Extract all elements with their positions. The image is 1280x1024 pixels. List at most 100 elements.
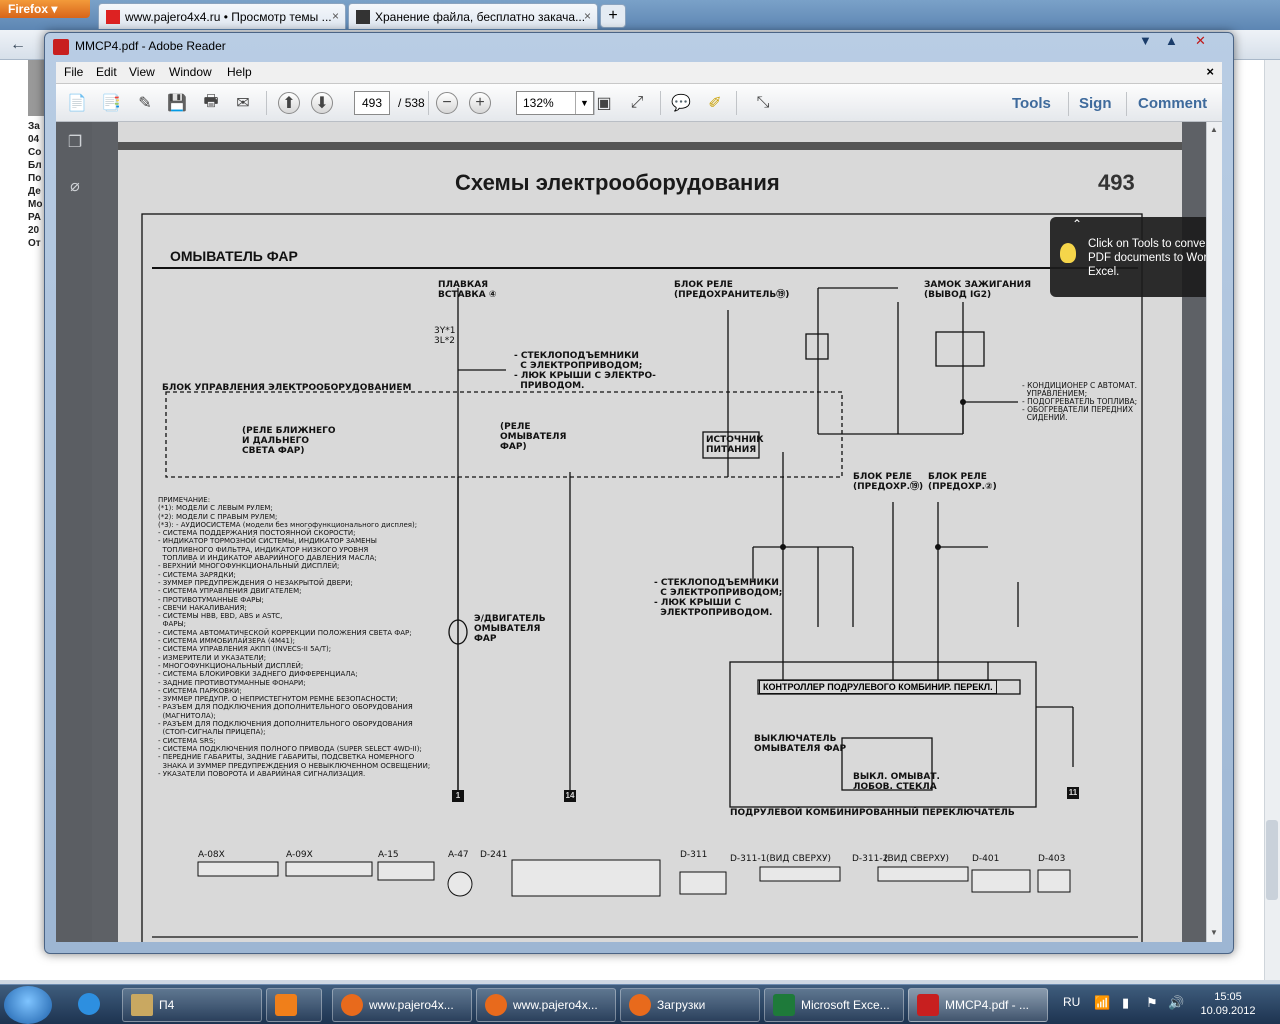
taskbar-item-firefox-2[interactable]: www.pajero4x... xyxy=(476,988,616,1022)
close-button[interactable]: ✕ xyxy=(1195,33,1206,48)
start-button[interactable] xyxy=(4,986,52,1024)
firefox-menu-button[interactable]: Firefox ▾ xyxy=(0,0,90,18)
print-icon[interactable]: 🖶 xyxy=(203,92,219,110)
connector-label: A-08X xyxy=(198,850,225,860)
flag-icon[interactable]: ⚑ xyxy=(1146,995,1158,1010)
minimize-button[interactable]: ▼ xyxy=(1139,33,1152,48)
file-host-icon xyxy=(356,10,370,24)
menu-window[interactable]: Window xyxy=(169,65,212,79)
relay-block-label: БЛОК РЕЛЕ (ПРЕДОХРАНИТЕЛЬ⑲) xyxy=(674,280,790,300)
washer-switch-label: ВЫКЛЮЧАТЕЛЬ ОМЫВАТЕЛЯ ФАР xyxy=(754,734,847,754)
folder-icon xyxy=(131,994,153,1016)
toolbar-separator xyxy=(660,91,661,115)
adobe-reader-icon xyxy=(917,994,939,1016)
sign-button[interactable]: Sign xyxy=(1079,95,1112,112)
language-indicator[interactable]: RU xyxy=(1063,995,1081,1009)
power-source-label: ИСТОЧНИК ПИТАНИЯ xyxy=(706,435,764,455)
menu-file[interactable]: File xyxy=(64,65,84,79)
comment-button[interactable]: Comment xyxy=(1138,95,1208,112)
sidebar-text: По xyxy=(28,173,42,184)
adobe-reader-window: MMCP4.pdf - Adobe Reader ▼ ▲ ✕ File Edit… xyxy=(44,32,1234,954)
edit-pdf-icon[interactable]: ✎ xyxy=(138,95,152,112)
column-switch-label: ПОДРУЛЕВОЙ КОМБИНИРОВАННЫЙ ПЕРЕКЛЮЧАТЕЛЬ xyxy=(730,808,1015,818)
view-top-label: (ВИД СВЕРХУ) xyxy=(766,854,832,864)
firefox-scrollbar-thumb[interactable] xyxy=(1266,820,1278,900)
back-arrow-icon[interactable]: ← xyxy=(10,36,26,53)
ie-pinned[interactable] xyxy=(70,988,110,1022)
network-icon[interactable]: 📶 xyxy=(1094,995,1111,1010)
taskbar-label: П4 xyxy=(159,998,175,1012)
highlight-icon[interactable]: ✐ xyxy=(708,95,722,112)
taskbar-item-downloads[interactable]: Загрузки xyxy=(620,988,760,1022)
page-number-input[interactable]: 493 xyxy=(354,91,390,115)
signal-icon[interactable]: ▮ xyxy=(1122,995,1130,1010)
export-pdf-icon[interactable]: 📑 xyxy=(101,95,121,112)
maximize-button[interactable]: ▲ xyxy=(1165,33,1178,48)
zoom-out-icon[interactable]: − xyxy=(436,92,458,114)
relay-fuse-2-label: БЛОК РЕЛЕ (ПРЕДОХР.②) xyxy=(928,472,997,492)
power-windows-2-label: - СТЕКЛОПОДЪЕМНИКИ С ЭЛЕКТРОПРИВОДОМ; - … xyxy=(654,578,783,618)
internet-explorer-icon xyxy=(78,993,100,1015)
toolbar-separator xyxy=(736,91,737,115)
attachments-icon[interactable]: ⌀ xyxy=(70,178,80,195)
collapse-icon[interactable]: ⌃ xyxy=(1072,217,1083,231)
sticky-note-icon[interactable]: 💬 xyxy=(671,95,691,112)
email-icon[interactable]: ✉ xyxy=(236,95,250,112)
column-controller-label: КОНТРОЛЛЕР ПОДРУЛЕВОГО КОМБИНИР. ПЕРЕКЛ. xyxy=(759,680,997,694)
taskbar-label: www.pajero4x... xyxy=(369,998,454,1012)
menu-help[interactable]: Help xyxy=(227,65,252,79)
beam-relay-label: (РЕЛЕ БЛИЖНЕГО И ДАЛЬНЕГО СВЕТА ФАР) xyxy=(242,426,336,456)
create-pdf-icon[interactable]: 📄 xyxy=(67,95,87,112)
taskbar-item-p4[interactable]: П4 xyxy=(122,988,262,1022)
browser-tab-1[interactable]: www.pajero4x4.ru • Просмотр темы ... × xyxy=(98,3,346,29)
view-top-label: (ВИД СВЕРХУ) xyxy=(884,854,950,864)
tab-close-icon[interactable]: × xyxy=(583,9,591,23)
zoom-in-icon[interactable]: + xyxy=(469,92,491,114)
sidebar-text: Мо xyxy=(28,199,43,210)
firefox-icon xyxy=(485,994,507,1016)
chevron-down-icon[interactable]: ▼ xyxy=(575,92,593,114)
page-thumbnails-icon[interactable]: ❐ xyxy=(67,134,83,151)
windows-taskbar: П4 www.pajero4x... www.pajero4x... Загру… xyxy=(0,984,1280,1024)
taskbar-item-media[interactable] xyxy=(266,988,322,1022)
firefox-scrollbar[interactable] xyxy=(1264,60,1280,980)
sidebar-text: За xyxy=(28,121,40,132)
ground-symbol: 11 xyxy=(1067,787,1079,799)
document-scrollbar[interactable]: ▲ ▼ xyxy=(1206,122,1222,942)
window-title: MMCP4.pdf - Adobe Reader xyxy=(53,39,226,57)
taskbar-label: www.pajero4x... xyxy=(513,998,598,1012)
main-toolbar: 📄 📑 ✎ 💾 🖶 ✉ ⬆ ⬇ 493 / 538 − + 132%▼ ▣ ⤢ … xyxy=(56,84,1222,122)
taskbar-item-reader[interactable]: MMCP4.pdf - ... xyxy=(908,988,1048,1022)
tools-tooltip[interactable]: ⌃ Click on Tools to convert PDF document… xyxy=(1050,217,1206,297)
volume-icon[interactable]: 🔊 xyxy=(1168,995,1185,1010)
ground-symbol: 1 xyxy=(452,790,464,802)
zoom-select[interactable]: 132% ▼ xyxy=(516,91,594,115)
connector-label: A-09X xyxy=(286,850,313,860)
windshield-switch-label: ВЫКЛ. ОМЫВАТ. ЛОБОВ. СТЕКЛА xyxy=(853,772,940,792)
fullscreen-icon[interactable]: ⤡ xyxy=(756,94,770,111)
save-icon[interactable]: 💾 xyxy=(167,95,187,112)
navigation-pane: ❐ ⌀ xyxy=(56,122,92,942)
tab-close-icon[interactable]: × xyxy=(331,9,339,23)
toolbar-separator xyxy=(428,91,429,115)
menu-edit[interactable]: Edit xyxy=(96,65,117,79)
zoom-value: 132% xyxy=(523,96,554,110)
menu-view[interactable]: View xyxy=(129,65,155,79)
taskbar-item-excel[interactable]: Microsoft Exce... xyxy=(764,988,904,1022)
page-separator: / xyxy=(398,96,402,110)
fit-page-icon[interactable]: ▣ xyxy=(596,95,612,112)
power-windows-label: - СТЕКЛОПОДЪЕМНИКИ С ЭЛЕКТРОПРИВОДОМ; - … xyxy=(514,351,656,391)
browser-tab-2[interactable]: Хранение файла, бесплатно закача... × xyxy=(348,3,598,29)
previous-page-icon[interactable]: ⬆ xyxy=(278,92,300,114)
scroll-down-icon[interactable]: ▼ xyxy=(1210,928,1218,937)
taskbar-item-firefox-1[interactable]: www.pajero4x... xyxy=(332,988,472,1022)
next-page-icon[interactable]: ⬇ xyxy=(311,92,333,114)
document-close-icon[interactable]: × xyxy=(1206,64,1214,79)
fit-width-icon[interactable]: ⤢ xyxy=(630,94,644,111)
tab-label: Хранение файла, бесплатно закача... xyxy=(375,10,586,24)
new-tab-button[interactable]: + xyxy=(600,4,626,28)
clock[interactable]: 15:05 10.09.2012 xyxy=(1196,990,1260,1018)
sidebar-text: Де xyxy=(28,186,41,197)
scroll-up-icon[interactable]: ▲ xyxy=(1210,125,1218,134)
tools-button[interactable]: Tools xyxy=(1012,95,1051,112)
